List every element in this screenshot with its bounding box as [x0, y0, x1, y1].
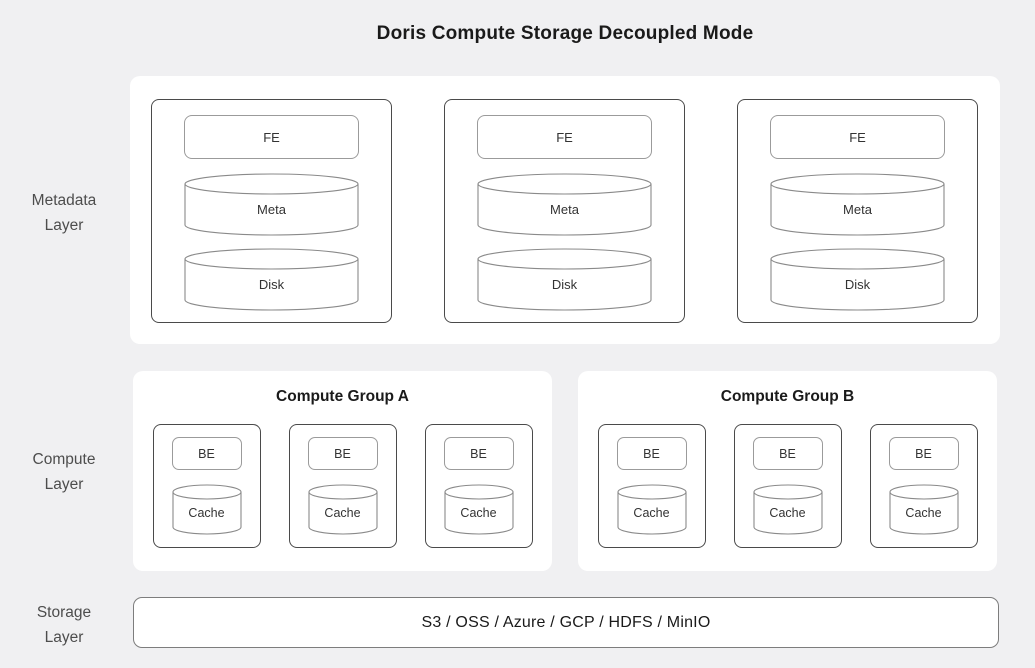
- be-box: BE: [307, 437, 378, 470]
- meta-cylinder: Meta: [477, 173, 652, 236]
- fe-node: FE Meta: [444, 99, 685, 323]
- database-cylinder-icon: [307, 484, 378, 535]
- be-box: BE: [171, 437, 242, 470]
- database-cylinder-icon: [616, 484, 687, 535]
- compute-group-a-node-row: BE Cache BE: [133, 424, 552, 548]
- fe-box: FE: [770, 115, 945, 159]
- database-cylinder-icon: [770, 248, 945, 311]
- be-box: BE: [616, 437, 687, 470]
- fe-box: FE: [184, 115, 359, 159]
- cache-cylinder-label: Cache: [905, 506, 942, 520]
- compute-layer-label-line1: Compute: [32, 451, 96, 468]
- cache-cylinder: Cache: [616, 484, 687, 535]
- database-cylinder-icon: [477, 173, 652, 236]
- cache-cylinder: Cache: [752, 484, 823, 535]
- compute-group-b-title: Compute Group B: [720, 388, 855, 405]
- storage-backends-box: S3 / OSS / Azure / GCP / HDFS / MinIO: [133, 597, 999, 648]
- cache-cylinder-label: Cache: [324, 506, 361, 520]
- compute-group-a-title: Compute Group A: [276, 388, 409, 405]
- disk-cylinder: Disk: [770, 248, 945, 311]
- compute-group-b-node-row: BE Cache BE: [578, 424, 997, 548]
- database-cylinder-icon: [752, 484, 823, 535]
- compute-layer-label-line2: Layer: [44, 476, 84, 493]
- meta-cylinder-label: Meta: [257, 202, 286, 217]
- compute-layer-label: Compute Layer: [10, 447, 118, 497]
- be-node: BE Cache: [424, 424, 533, 548]
- meta-cylinder: Meta: [770, 173, 945, 236]
- cache-cylinder-label: Cache: [633, 506, 670, 520]
- disk-cylinder-label: Disk: [258, 277, 285, 292]
- metadata-node-row: FE Meta: [130, 76, 1000, 323]
- be-box: BE: [443, 437, 514, 470]
- disk-cylinder: Disk: [184, 248, 359, 311]
- database-cylinder-icon: [184, 248, 359, 311]
- cache-cylinder-label: Cache: [769, 506, 806, 520]
- cache-cylinder-label: Cache: [188, 506, 225, 520]
- metadata-layer-label: Metadata Layer: [10, 188, 118, 238]
- metadata-layer-label-line2: Layer: [44, 217, 84, 234]
- compute-group-a-panel: Compute Group A BE Cache BE: [133, 371, 552, 571]
- database-cylinder-icon: [477, 248, 652, 311]
- be-box: BE: [752, 437, 823, 470]
- fe-node: FE Meta: [151, 99, 392, 323]
- meta-cylinder: Meta: [184, 173, 359, 236]
- disk-cylinder-label: Disk: [551, 277, 578, 292]
- database-cylinder-icon: [443, 484, 514, 535]
- cache-cylinder: Cache: [171, 484, 242, 535]
- be-node: BE Cache: [152, 424, 261, 548]
- fe-box: FE: [477, 115, 652, 159]
- database-cylinder-icon: [184, 173, 359, 236]
- be-box: BE: [888, 437, 959, 470]
- metadata-layer-label-line1: Metadata: [31, 192, 97, 209]
- meta-cylinder-label: Meta: [550, 202, 579, 217]
- storage-layer-label: Storage Layer: [10, 600, 118, 650]
- metadata-layer-panel: FE Meta: [130, 76, 1000, 344]
- database-cylinder-icon: [770, 173, 945, 236]
- database-cylinder-icon: [888, 484, 959, 535]
- disk-cylinder: Disk: [477, 248, 652, 311]
- disk-cylinder-label: Disk: [844, 277, 871, 292]
- be-node: BE Cache: [597, 424, 706, 548]
- storage-backends-text: S3 / OSS / Azure / GCP / HDFS / MinIO: [421, 613, 711, 631]
- cache-cylinder: Cache: [307, 484, 378, 535]
- cache-cylinder-label: Cache: [460, 506, 497, 520]
- fe-node: FE Meta: [737, 99, 978, 323]
- cache-cylinder: Cache: [443, 484, 514, 535]
- compute-group-b-panel: Compute Group B BE Cache BE: [578, 371, 997, 571]
- page-title: Doris Compute Storage Decoupled Mode: [376, 23, 754, 44]
- cache-cylinder: Cache: [888, 484, 959, 535]
- database-cylinder-icon: [171, 484, 242, 535]
- meta-cylinder-label: Meta: [843, 202, 872, 217]
- storage-layer-label-line1: Storage: [36, 604, 92, 621]
- storage-layer-label-line2: Layer: [44, 629, 84, 646]
- be-node: BE Cache: [869, 424, 978, 548]
- be-node: BE Cache: [288, 424, 397, 548]
- be-node: BE Cache: [733, 424, 842, 548]
